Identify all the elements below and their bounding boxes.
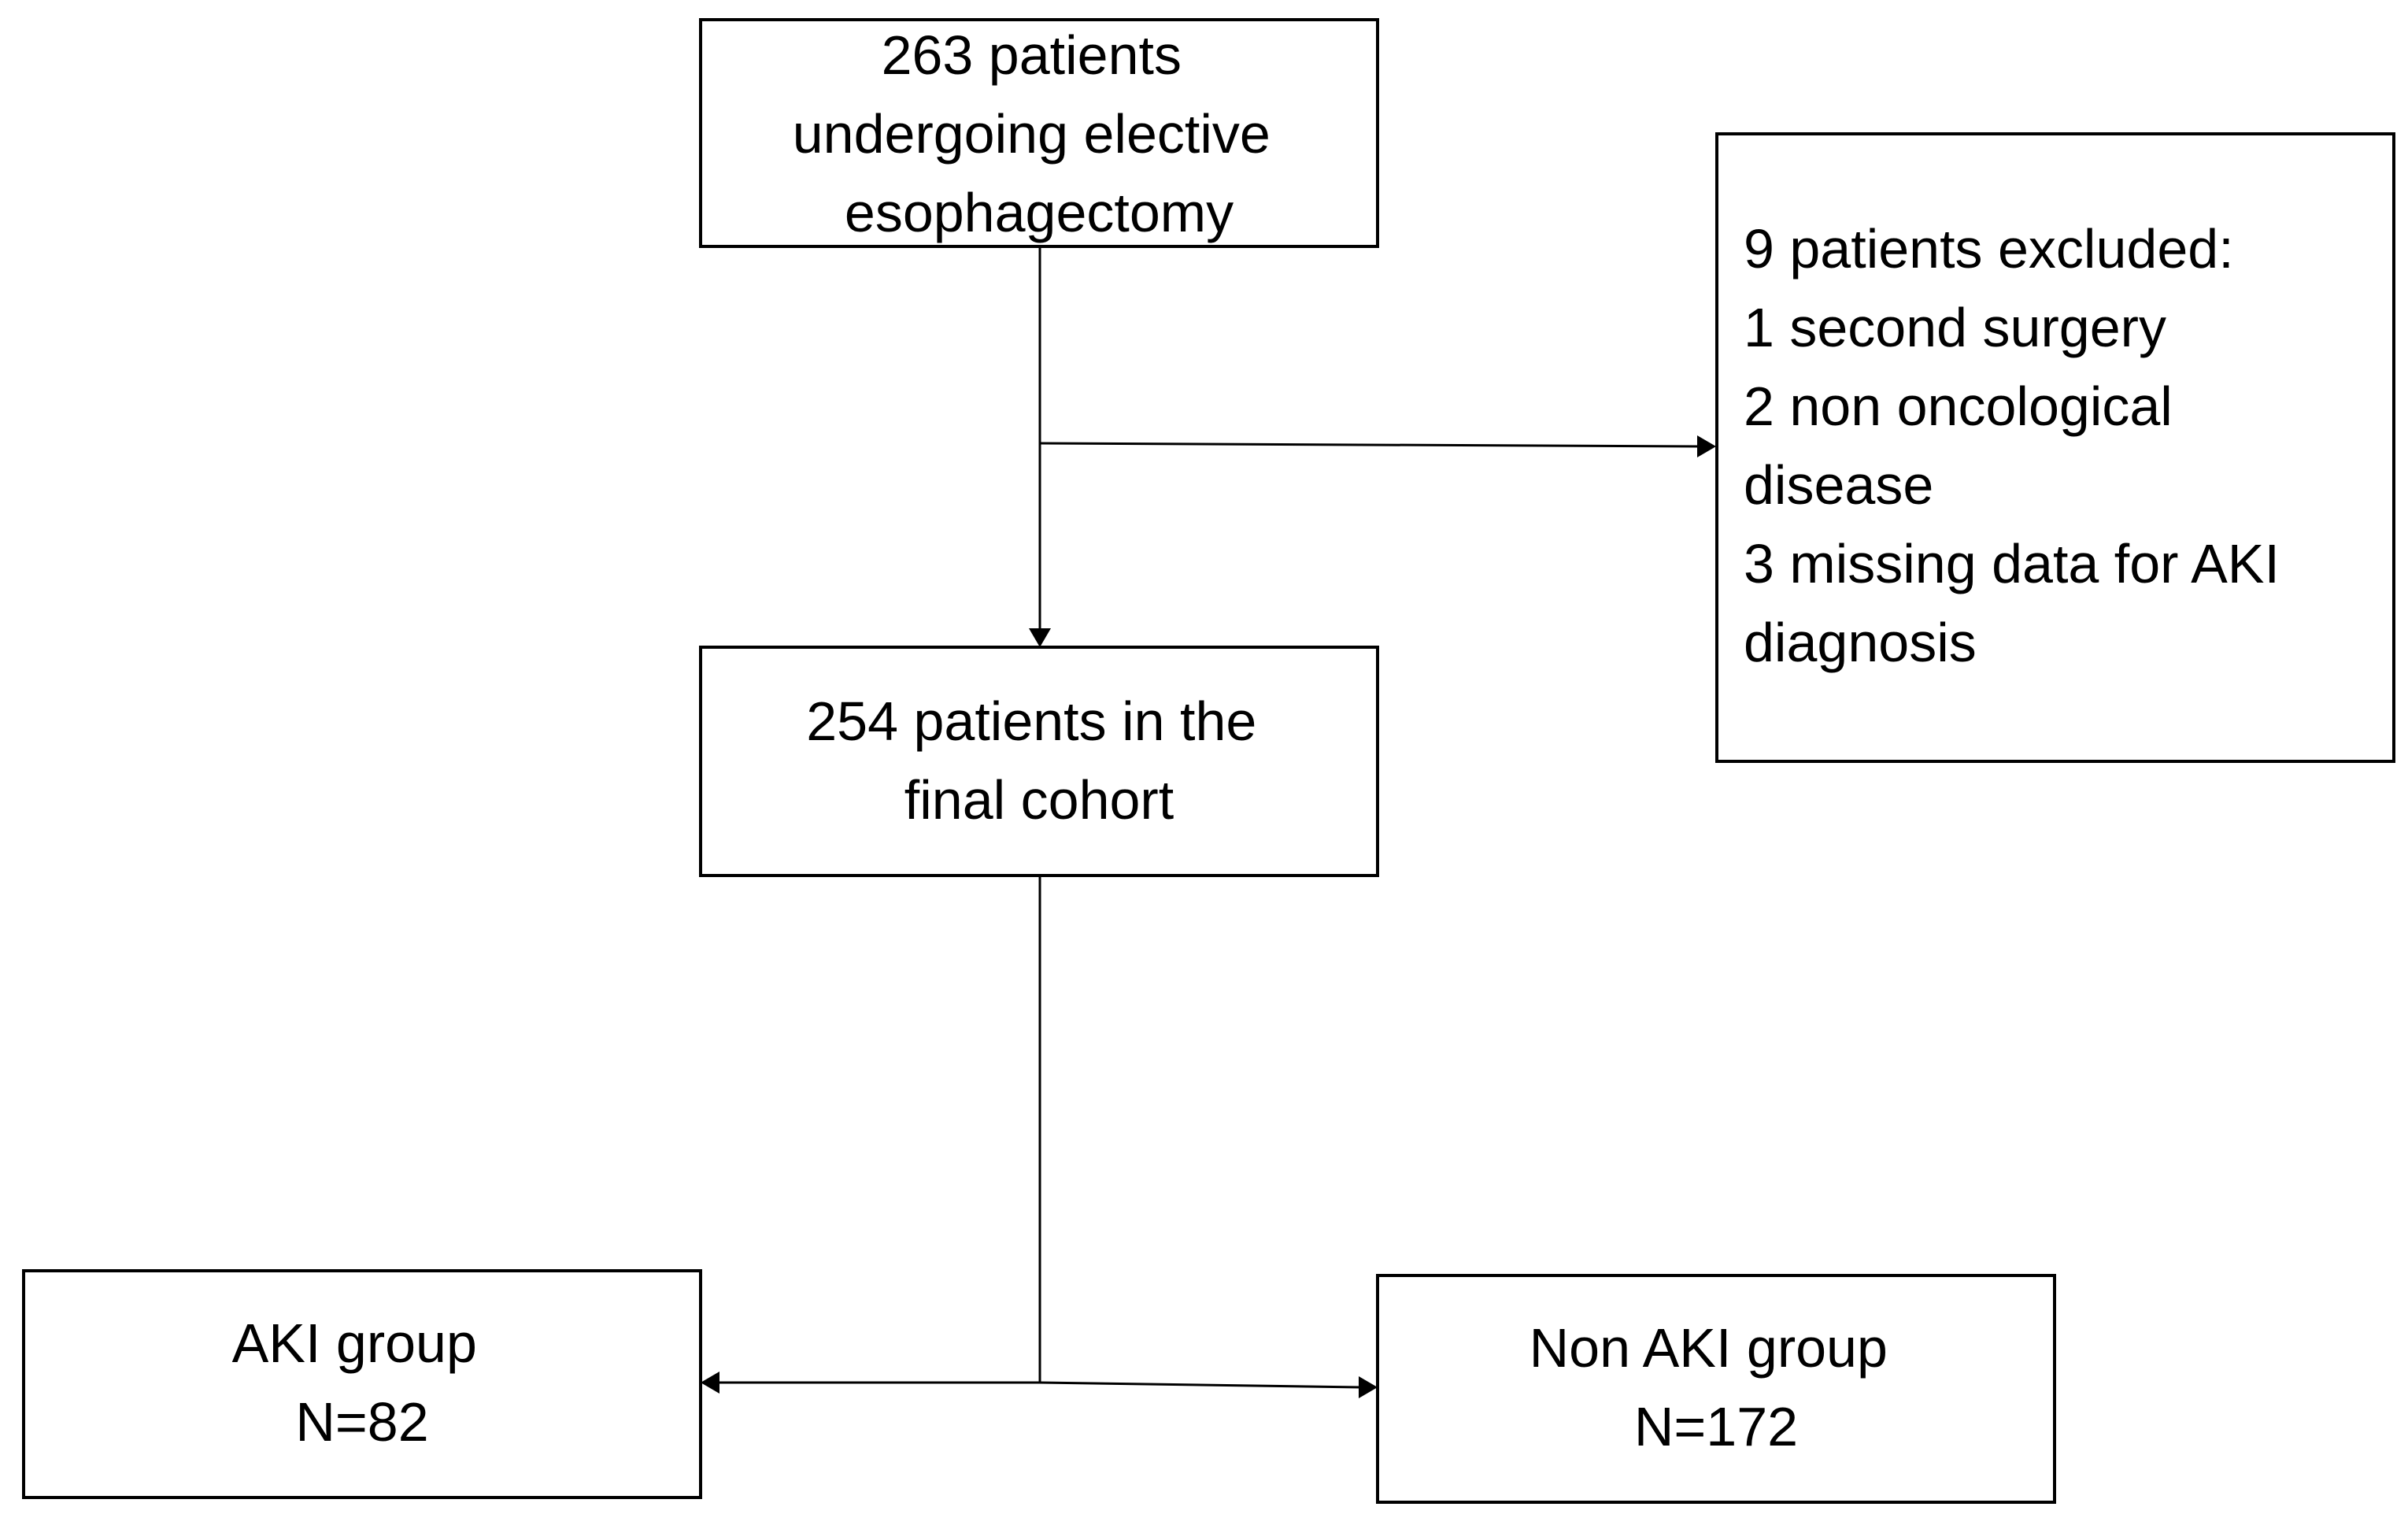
node-cohort-line: final cohort [904, 769, 1174, 831]
node-aki: AKI group N=82 [22, 1269, 702, 1499]
node-start-line: 263 patients [882, 24, 1182, 86]
arrowhead-cohort [1029, 628, 1051, 647]
node-non-aki-box [1376, 1274, 2056, 1504]
node-non-aki-line: N=172 [1634, 1396, 1798, 1457]
node-aki-line: AKI group [232, 1312, 477, 1374]
node-excluded-line: disease [1744, 454, 1933, 516]
node-excluded-line: 3 missing data for AKI [1744, 533, 2280, 594]
connectors [701, 246, 1716, 1398]
node-aki-box [22, 1269, 702, 1499]
node-cohort: 254 patients in the final cohort [699, 646, 1379, 877]
node-start-line: undergoing elective [793, 103, 1271, 165]
node-non-aki-text: Non AKI group N=172 [1530, 1317, 1903, 1457]
node-excluded-line: 1 second surgery [1744, 297, 2166, 358]
edge-start-to-excluded [1039, 442, 1700, 448]
node-excluded-text: 9 patients excluded: 1 second surgery 2 … [1744, 218, 2295, 673]
node-excluded-box [1715, 132, 2395, 763]
node-non-aki-line: Non AKI group [1530, 1317, 1888, 1379]
node-excluded-line: diagnosis [1744, 612, 1977, 673]
node-aki-line: N=82 [295, 1391, 428, 1453]
node-start-box [699, 18, 1379, 248]
node-excluded-line: 9 patients excluded: [1744, 218, 2234, 280]
node-cohort-box [699, 646, 1379, 877]
node-excluded-line: 2 non oncological [1744, 376, 2173, 437]
node-cohort-line: 254 patients in the [806, 690, 1256, 752]
arrowhead-excluded [1697, 435, 1716, 457]
arrowhead-aki [701, 1372, 719, 1394]
arrowhead-non-aki [1359, 1376, 1378, 1398]
node-non-aki: Non AKI group N=172 [1376, 1274, 2056, 1504]
node-start-text: 263 patients undergoing elective esophag… [793, 24, 1286, 243]
node-start-line: esophagectomy [845, 182, 1234, 243]
edge-cohort-to-non-aki [1039, 1381, 1361, 1389]
node-aki-text: AKI group N=82 [232, 1312, 493, 1453]
node-cohort-text: 254 patients in the final cohort [806, 690, 1272, 831]
node-start: 263 patients undergoing elective esophag… [699, 18, 1379, 248]
node-excluded: 9 patients excluded: 1 second surgery 2 … [1715, 132, 2395, 763]
